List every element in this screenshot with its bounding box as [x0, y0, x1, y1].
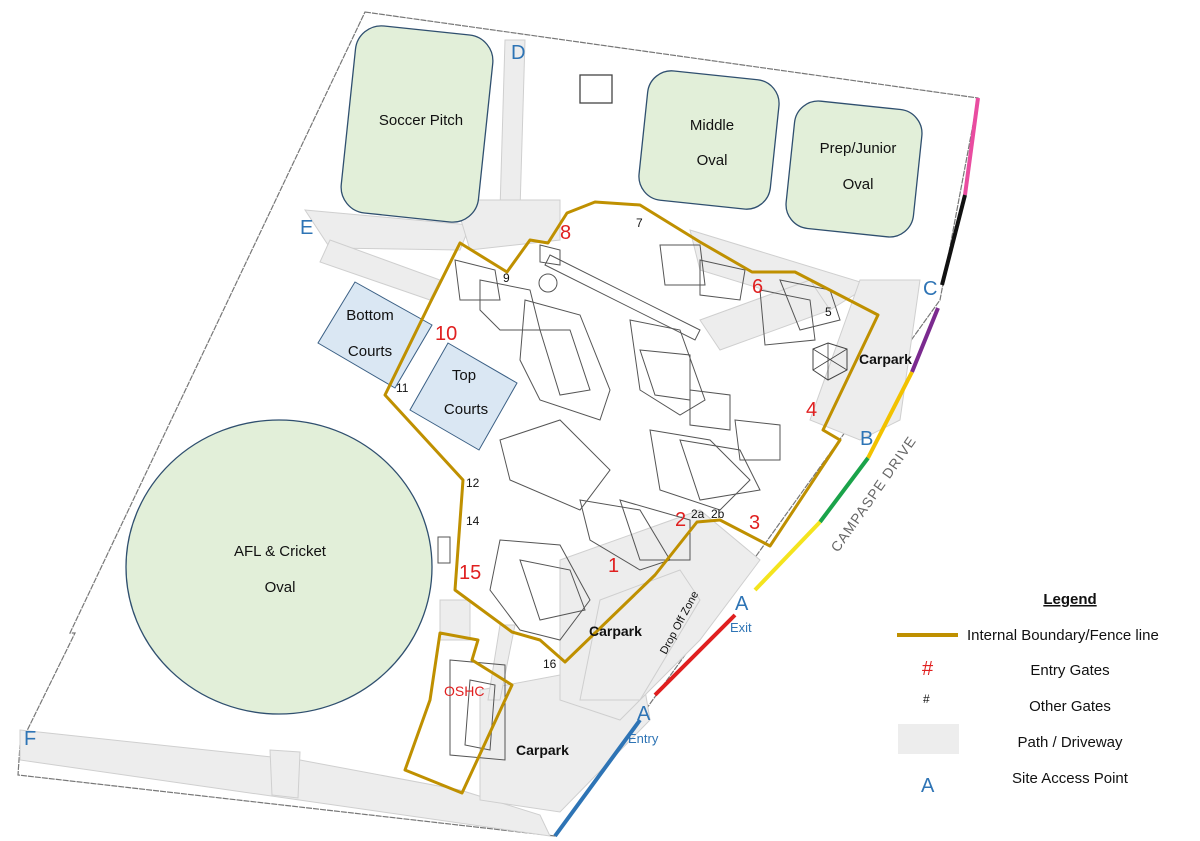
oshc-fence: [403, 631, 514, 795]
middle-oval-label-1: Middle: [690, 117, 734, 134]
top-courts-label-1: Top: [452, 367, 476, 384]
entry-gate-15[interactable]: 15: [459, 562, 481, 584]
soccer-pitch-label: Soccer Pitch: [379, 112, 463, 129]
other-gate-2b[interactable]: 2b: [711, 507, 725, 521]
paths: [19, 39, 921, 837]
other-gate-5[interactable]: 5: [825, 305, 832, 319]
site-access-e[interactable]: E: [300, 217, 313, 239]
prep-oval-label-1: Prep/Junior: [820, 140, 897, 157]
other-gate-2a[interactable]: 2a: [691, 507, 705, 521]
site-access-b[interactable]: B: [860, 428, 873, 450]
site-access-a-exit[interactable]: A: [735, 593, 749, 615]
entry-gate-1[interactable]: 1: [608, 555, 619, 577]
bottom-courts-label-1: Bottom: [346, 307, 394, 324]
legend-title: Legend: [1043, 591, 1096, 608]
entry-label: Entry: [628, 731, 659, 746]
shelter-box: [579, 74, 613, 104]
legend-other-symbol: #: [923, 692, 930, 706]
site-access-d[interactable]: D: [511, 42, 525, 64]
legend-entry-text: Entry Gates: [1030, 662, 1109, 679]
bottom-courts-label-2: Courts: [348, 343, 392, 360]
top-courts-label-2: Courts: [444, 401, 488, 418]
legend-access-symbol: A: [921, 775, 935, 797]
soccer-pitch[interactable]: [339, 23, 496, 224]
entry-gate-3[interactable]: 3: [749, 512, 760, 534]
bottom-courts[interactable]: [317, 281, 433, 389]
entry-gate-4[interactable]: 4: [806, 399, 817, 421]
oshc-label: OSHC: [444, 683, 484, 699]
other-gate-12[interactable]: 12: [466, 476, 480, 490]
buildings: [437, 244, 841, 761]
carpark-south: Carpark: [589, 623, 642, 639]
prep-oval-label-2: Oval: [843, 176, 874, 193]
entry-gate-6[interactable]: 6: [752, 276, 763, 298]
other-gate-11[interactable]: 11: [396, 381, 409, 395]
other-gate-7[interactable]: 7: [636, 216, 643, 230]
other-gate-9[interactable]: 9: [503, 271, 510, 285]
carpark-bottom: Carpark: [516, 742, 569, 758]
prep-junior-oval[interactable]: [784, 99, 925, 240]
middle-oval-label-2: Oval: [697, 152, 728, 169]
site-boundary: [17, 11, 979, 837]
afl-oval-label-1: AFL & Cricket: [234, 543, 327, 560]
top-courts[interactable]: [409, 342, 518, 451]
site-access-c[interactable]: C: [923, 278, 937, 300]
other-gate-16[interactable]: 16: [543, 657, 557, 671]
carpark-east: Carpark: [859, 351, 912, 367]
site-access-f[interactable]: F: [24, 728, 36, 750]
entry-gate-10[interactable]: 10: [435, 323, 457, 345]
entry-gate-2[interactable]: 2: [675, 509, 686, 531]
legend-path-text: Path / Driveway: [1017, 734, 1123, 751]
site-access-a-entry[interactable]: A: [637, 703, 651, 725]
legend-boundary-text: Internal Boundary/Fence line: [967, 627, 1159, 644]
other-gate-14[interactable]: 14: [466, 514, 480, 528]
afl-cricket-oval[interactable]: [125, 419, 433, 715]
middle-oval[interactable]: [637, 68, 782, 211]
legend: Legend Internal Boundary/Fence line # En…: [897, 591, 1159, 797]
legend-entry-symbol: #: [922, 658, 934, 680]
legend-access-text: Site Access Point: [1012, 770, 1129, 787]
frontage-segments: [553, 97, 980, 838]
legend-other-text: Other Gates: [1029, 698, 1111, 715]
afl-oval-label-2: Oval: [265, 579, 296, 596]
exit-label: Exit: [730, 620, 752, 635]
entry-gate-8[interactable]: 8: [560, 222, 571, 244]
internal-boundary-fence: [383, 200, 880, 664]
legend-path-swatch: [898, 724, 959, 754]
